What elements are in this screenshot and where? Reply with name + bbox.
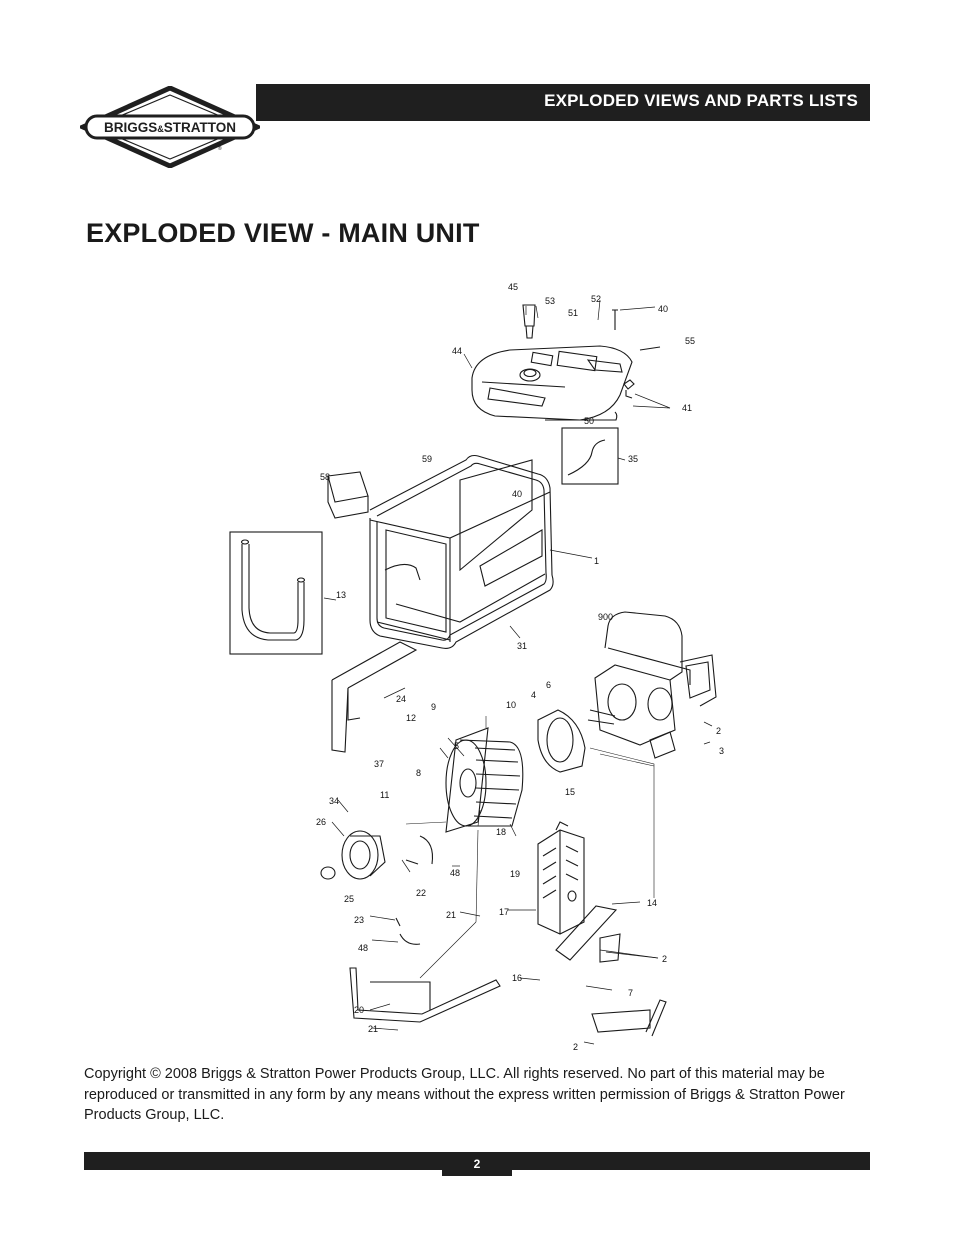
frame-drawing xyxy=(369,454,554,649)
registered-mark: ® xyxy=(218,145,222,152)
label-48-lower: 48 xyxy=(358,943,368,953)
engine-drawing xyxy=(587,611,717,759)
label-4: 4 xyxy=(531,690,536,700)
label-6: 6 xyxy=(546,680,551,690)
control-panel-drawing xyxy=(327,471,369,519)
label-1: 1 xyxy=(594,556,599,566)
assembly-lines xyxy=(405,716,655,979)
label-2-engine: 2 xyxy=(716,726,721,736)
label-25: 25 xyxy=(344,894,354,904)
lower-brackets-drawing xyxy=(555,905,667,1037)
label-10: 10 xyxy=(506,700,516,710)
header-bar: EXPLODED VIEWS AND PARTS LISTS xyxy=(256,84,870,121)
bracket-drawing xyxy=(331,641,418,753)
leader-lines xyxy=(323,299,713,1045)
label-18: 18 xyxy=(496,827,506,837)
label-21-lower: 21 xyxy=(368,1024,378,1034)
label-51: 51 xyxy=(568,308,578,318)
logo-text-right: STRATTON xyxy=(164,120,236,135)
label-900: 900 xyxy=(598,612,613,622)
label-52: 52 xyxy=(591,294,601,304)
label-14: 14 xyxy=(647,898,657,908)
label-44: 44 xyxy=(452,346,462,356)
label-15: 15 xyxy=(565,787,575,797)
label-23: 23 xyxy=(354,915,364,925)
page-number: 2 xyxy=(473,1157,481,1171)
label-17: 17 xyxy=(499,907,509,917)
label-37: 37 xyxy=(374,759,384,769)
logo-text-left: BRIGGS xyxy=(104,120,157,135)
label-40-frame: 40 xyxy=(512,489,522,499)
lower-frame-drawing xyxy=(349,917,501,1023)
label-5: 5 xyxy=(454,741,459,751)
muffler-drawing xyxy=(537,821,585,935)
label-40: 40 xyxy=(658,304,668,314)
label-16: 16 xyxy=(512,973,522,983)
label-19: 19 xyxy=(510,869,520,879)
fuel-line-inset xyxy=(561,427,619,485)
label-2-bracket: 2 xyxy=(662,954,667,964)
label-34: 34 xyxy=(329,796,339,806)
label-55: 55 xyxy=(685,336,695,346)
label-3: 3 xyxy=(719,746,724,756)
label-26: 26 xyxy=(316,817,326,827)
header-title: EXPLODED VIEWS AND PARTS LISTS xyxy=(544,91,858,110)
label-9: 9 xyxy=(431,702,436,712)
label-2-lower: 2 xyxy=(573,1042,578,1052)
label-11: 11 xyxy=(380,790,389,800)
page-title: EXPLODED VIEW - MAIN UNIT xyxy=(86,218,480,248)
label-31: 31 xyxy=(517,641,527,651)
fuel-tank-drawing xyxy=(471,304,661,421)
briggs-stratton-logo: BRIGGS&STRATTON ® xyxy=(80,86,260,168)
label-58: 58 xyxy=(320,472,330,482)
logo-ampersand: & xyxy=(157,124,164,134)
label-13: 13 xyxy=(336,590,346,600)
handle-drawing xyxy=(229,531,323,655)
rotor-housing-drawing xyxy=(537,709,586,773)
label-35: 35 xyxy=(628,454,638,464)
label-22: 22 xyxy=(416,888,426,898)
label-12: 12 xyxy=(406,713,416,723)
label-21-upper: 21 xyxy=(446,910,456,920)
label-20: 20 xyxy=(354,1005,364,1015)
copyright-notice: Copyright © 2008 Briggs & Stratton Power… xyxy=(84,1066,845,1123)
label-53: 53 xyxy=(545,296,555,306)
label-50: 50 xyxy=(584,416,594,426)
label-59: 59 xyxy=(422,454,432,464)
stator-drawing xyxy=(445,727,524,833)
label-8: 8 xyxy=(416,768,421,778)
page-number-box: 2 xyxy=(442,1152,512,1176)
label-24: 24 xyxy=(396,694,406,704)
part-labels: 45 53 52 40 51 55 44 41 50 35 59 58 40 1… xyxy=(316,282,724,1052)
end-cover-drawing xyxy=(320,830,434,880)
label-45: 45 xyxy=(508,282,518,292)
label-41: 41 xyxy=(682,403,692,413)
label-7: 7 xyxy=(628,988,633,998)
exploded-view-diagram: 45 53 52 40 51 55 44 41 50 35 59 58 40 1… xyxy=(229,282,724,1052)
label-48-upper: 48 xyxy=(450,868,460,878)
svg-text:BRIGGS&STRATTON: BRIGGS&STRATTON xyxy=(104,120,236,135)
